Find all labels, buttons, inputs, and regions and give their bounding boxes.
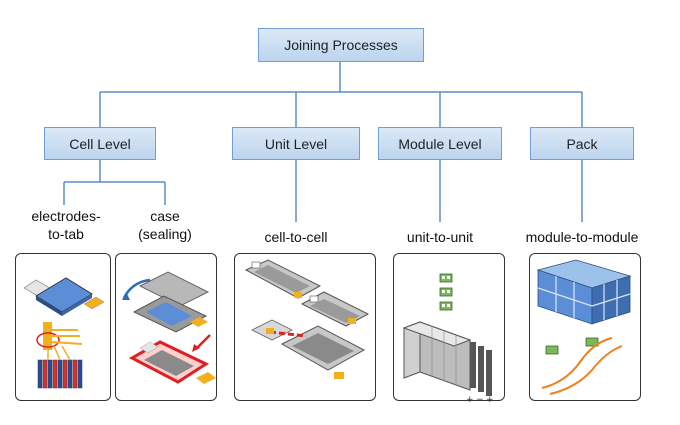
cell-level-node: Cell Level <box>44 127 156 160</box>
svg-text:+: + <box>486 395 494 405</box>
caption-electrodes-line2: to-tab <box>48 226 84 242</box>
pack-node: Pack <box>530 127 634 160</box>
cell-level-label: Cell Level <box>69 135 131 152</box>
svg-text:−: − <box>476 395 484 405</box>
electrodes-to-tab-illustration <box>23 277 105 389</box>
caption-cell-to-cell: cell-to-cell <box>264 229 328 245</box>
svg-text:+: + <box>466 395 474 405</box>
cell-to-cell-illustration <box>244 259 370 379</box>
caption-unit-to-unit: unit-to-unit <box>406 229 474 245</box>
caption-electrodes-line1: electrodes- <box>31 208 101 224</box>
case-sealing-illustration <box>122 271 216 384</box>
pack-label: Pack <box>566 135 598 152</box>
root-node: Joining Processes <box>258 28 424 62</box>
unit-level-node: Unit Level <box>232 127 360 160</box>
module-level-node: Module Level <box>378 127 502 160</box>
unit-level-label: Unit Level <box>264 135 328 152</box>
root-label: Joining Processes <box>284 37 398 53</box>
module-to-module-illustration <box>536 259 632 395</box>
caption-case-line1: case <box>150 208 180 224</box>
caption-electrodes-to-tab: electrodes- to-tab <box>16 207 116 243</box>
caption-case-sealing: case (sealing) <box>120 207 210 243</box>
caption-case-line2: (sealing) <box>138 226 192 242</box>
module-level-label: Module Level <box>398 135 482 152</box>
unit-to-unit-illustration: +−+ <box>402 273 494 405</box>
caption-module-to-module: module-to-module <box>525 229 639 245</box>
